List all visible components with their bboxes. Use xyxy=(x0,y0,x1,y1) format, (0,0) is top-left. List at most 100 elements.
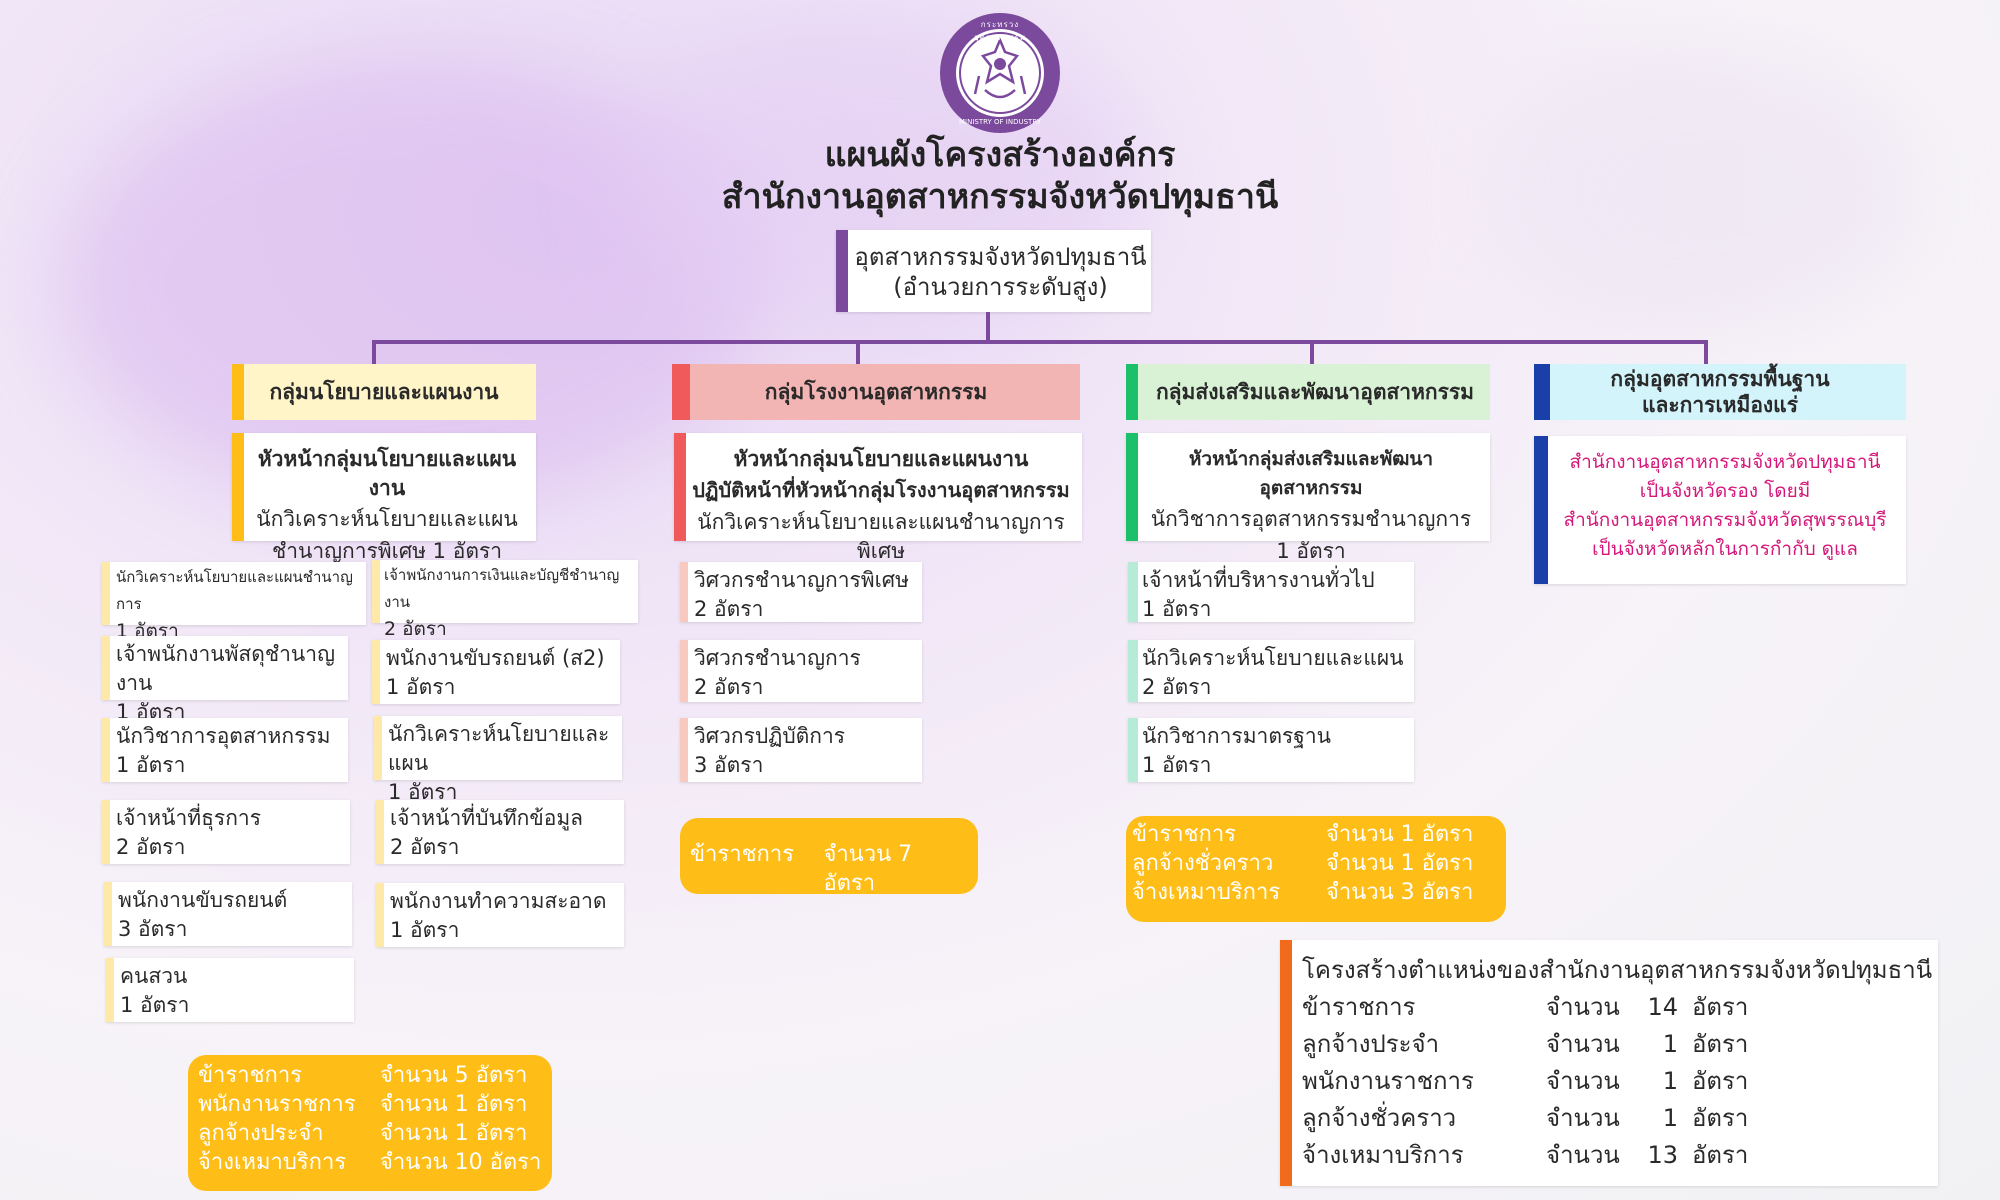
position-name: นักวิเคราะห์นโยบายและแผน xyxy=(388,722,610,775)
logo-bottom-text: MINISTRY OF INDUSTRY xyxy=(958,118,1042,126)
summary-value: จำนวน 7 อัตรา xyxy=(823,842,913,896)
summary-label: พนักงานราชการ xyxy=(198,1092,356,1117)
position-count: 1 อัตรา xyxy=(116,753,186,777)
summary-label: ลูกจ้างชั่วคราว xyxy=(1132,851,1274,876)
structure-unit: จำนวน xyxy=(1546,1104,1620,1132)
position-name: นักวิเคราะห์นโยบายและแผน xyxy=(1142,646,1404,670)
structure-unit: จำนวน xyxy=(1546,1030,1620,1058)
background-wash xyxy=(1500,40,1920,340)
structure-label: จ้างเหมาบริการ xyxy=(1302,1141,1464,1169)
summary-label: ข้าราชการ xyxy=(1132,822,1236,847)
position-name: พนักงานขับรถยนต์ xyxy=(118,888,288,912)
position-card: เจ้าหน้าที่บันทึกข้อมูล 2 อัตรา xyxy=(376,800,624,864)
position-count: 2 อัตรา xyxy=(116,835,186,859)
chart-title: แผนผังโครงสร้างองค์กร xyxy=(824,135,1176,175)
position-count: 2 อัตรา xyxy=(694,675,764,699)
head-rank: ชำนาญการพิเศษ 1 อัตรา xyxy=(271,539,503,563)
group-header-promotion: กลุ่มส่งเสริมและพัฒนาอุตสาหกรรม xyxy=(1126,364,1490,420)
head-title: หัวหน้ากลุ่มส่งเสริมและพัฒนาอุตสาหกรรม xyxy=(1188,448,1434,499)
structure-unit: จำนวน xyxy=(1546,1067,1620,1095)
summary-label: ข้าราชการ xyxy=(690,842,794,867)
structure-suffix: อัตรา xyxy=(1692,1030,1749,1058)
group-header-label: กลุ่มอุตสาหกรรมพื้นฐาน xyxy=(1610,367,1830,391)
summary-value: จำนวน 1 อัตรา xyxy=(380,1121,528,1146)
summary-label: ข้าราชการ xyxy=(198,1063,302,1088)
structure-count: 1 xyxy=(1662,1104,1678,1132)
summary-box-policy: ข้าราชการจำนวน 5 อัตรา พนักงานราชการจำนว… xyxy=(188,1055,552,1191)
head-position: นักวิเคราะห์นโยบายและแผน xyxy=(256,507,518,531)
position-card: คนสวน 1 อัตรา xyxy=(106,958,354,1022)
position-name: เจ้าหน้าที่บริหารงานทั่วไป xyxy=(1142,568,1375,592)
group-header-label: กลุ่มส่งเสริมและพัฒนาอุตสาหกรรม xyxy=(1155,380,1475,404)
structure-unit: จำนวน xyxy=(1546,993,1620,1021)
group-note-card-basic: สำนักงานอุตสาหกรรมจังหวัดปทุมธานี เป็นจั… xyxy=(1534,436,1906,584)
structure-title: โครงสร้างตำแหน่งของสำนักงานอุตสาหกรรมจัง… xyxy=(1302,956,1933,984)
group-header-label: กลุ่มนโยบายและแผนงาน xyxy=(269,380,499,404)
position-count: 3 อัตรา xyxy=(118,917,188,941)
position-name: วิศวกรชำนาญการ xyxy=(694,646,861,670)
connector-line xyxy=(1704,340,1708,364)
summary-label: ลูกจ้างประจำ xyxy=(198,1121,324,1146)
chart-subtitle: สำนักงานอุตสาหกรรมจังหวัดปทุมธานี xyxy=(721,177,1279,217)
note-line: สำนักงานอุตสาหกรรมจังหวัดสุพรรณบุรี xyxy=(1563,509,1887,531)
position-name: เจ้าหน้าที่บันทึกข้อมูล xyxy=(390,806,584,830)
position-name: นักวิชาการมาตรฐาน xyxy=(1142,724,1331,748)
group-header-label: และการเหมืองแร่ xyxy=(1641,393,1798,417)
structure-count: 14 xyxy=(1647,993,1678,1021)
structure-unit: จำนวน xyxy=(1546,1141,1620,1169)
accent-bar xyxy=(836,230,848,312)
position-name: เจ้าหน้าที่ธุรการ xyxy=(116,806,261,830)
position-count: 2 อัตรา xyxy=(390,835,460,859)
position-card: พนักงานขับรถยนต์ 3 อัตรา xyxy=(104,882,352,946)
summary-value: จำนวน 5 อัตรา xyxy=(380,1063,528,1088)
position-count: 1 อัตรา xyxy=(120,993,190,1017)
position-count: 1 อัตรา xyxy=(1142,597,1212,621)
position-card: เจ้าพนักงานการเงินและบัญชีชำนาญงาน 2 อัตร… xyxy=(372,560,638,640)
top-position-level: (อำนวยการระดับสูง) xyxy=(893,273,1108,301)
summary-box-factory: ข้าราชการ จำนวน 7 อัตรา xyxy=(680,818,978,896)
connector-line xyxy=(372,340,1708,344)
head-duty: ปฏิบัติหน้าที่หัวหน้ากลุ่มโรงงานอุตสาหกร… xyxy=(692,478,1070,502)
structure-suffix: อัตรา xyxy=(1692,1067,1749,1095)
connector-line xyxy=(372,340,376,364)
connector-line xyxy=(986,312,990,342)
summary-value: จำนวน 1 อัตรา xyxy=(380,1092,528,1117)
position-count: 2 อัตรา xyxy=(694,597,764,621)
summary-value: จำนวน 3 อัตรา xyxy=(1326,880,1474,905)
position-count: 2 อัตรา xyxy=(1142,675,1212,699)
position-count: 2 อัตรา xyxy=(384,618,447,640)
note-line: สำนักงานอุตสาหกรรมจังหวัดปทุมธานี xyxy=(1569,451,1881,473)
position-card: นักวิชาการมาตรฐาน 1 อัตรา xyxy=(1128,718,1414,782)
summary-value: จำนวน 1 อัตรา xyxy=(1326,822,1474,847)
position-card: เจ้าหน้าที่ธุรการ 2 อัตรา xyxy=(102,800,350,864)
top-position-title: อุตสาหกรรมจังหวัดปทุมธานี xyxy=(854,243,1147,271)
group-header-factory: กลุ่มโรงงานอุตสาหกรรม xyxy=(672,364,1080,420)
connector-line xyxy=(856,340,860,364)
position-count: 1 อัตรา xyxy=(386,675,456,699)
position-card: วิศวกรชำนาญการ 2 อัตรา xyxy=(680,640,922,702)
summary-value: จำนวน 1 อัตรา xyxy=(1326,851,1474,876)
position-name: เจ้าพนักงานการเงินและบัญชีชำนาญงาน xyxy=(384,566,620,611)
structure-label: ลูกจ้างประจำ xyxy=(1302,1030,1440,1058)
structure-suffix: อัตรา xyxy=(1692,1104,1749,1132)
group-header-label: กลุ่มโรงงานอุตสาหกรรม xyxy=(764,380,988,404)
group-head-card-promotion: หัวหน้ากลุ่มส่งเสริมและพัฒนาอุตสาหกรรม น… xyxy=(1126,433,1490,563)
structure-label: ข้าราชการ xyxy=(1302,993,1416,1021)
position-name: พนักงานทำความสะอาด xyxy=(390,889,607,913)
position-count: 1 อัตรา xyxy=(1142,753,1212,777)
summary-value: จำนวน 10 อัตรา xyxy=(380,1150,542,1175)
head-position: นักวิชาการอุตสาหกรรมชำนาญการ xyxy=(1150,507,1472,531)
ministry-logo: กระทรวงอุตสาหกรรม MINISTRY OF INDUSTRY xyxy=(939,12,1061,134)
head-rank: 1 อัตรา xyxy=(1276,539,1346,563)
position-name: คนสวน xyxy=(120,964,188,988)
logo-top-text: กระทรวงอุตสาหกรรม xyxy=(973,20,1027,42)
